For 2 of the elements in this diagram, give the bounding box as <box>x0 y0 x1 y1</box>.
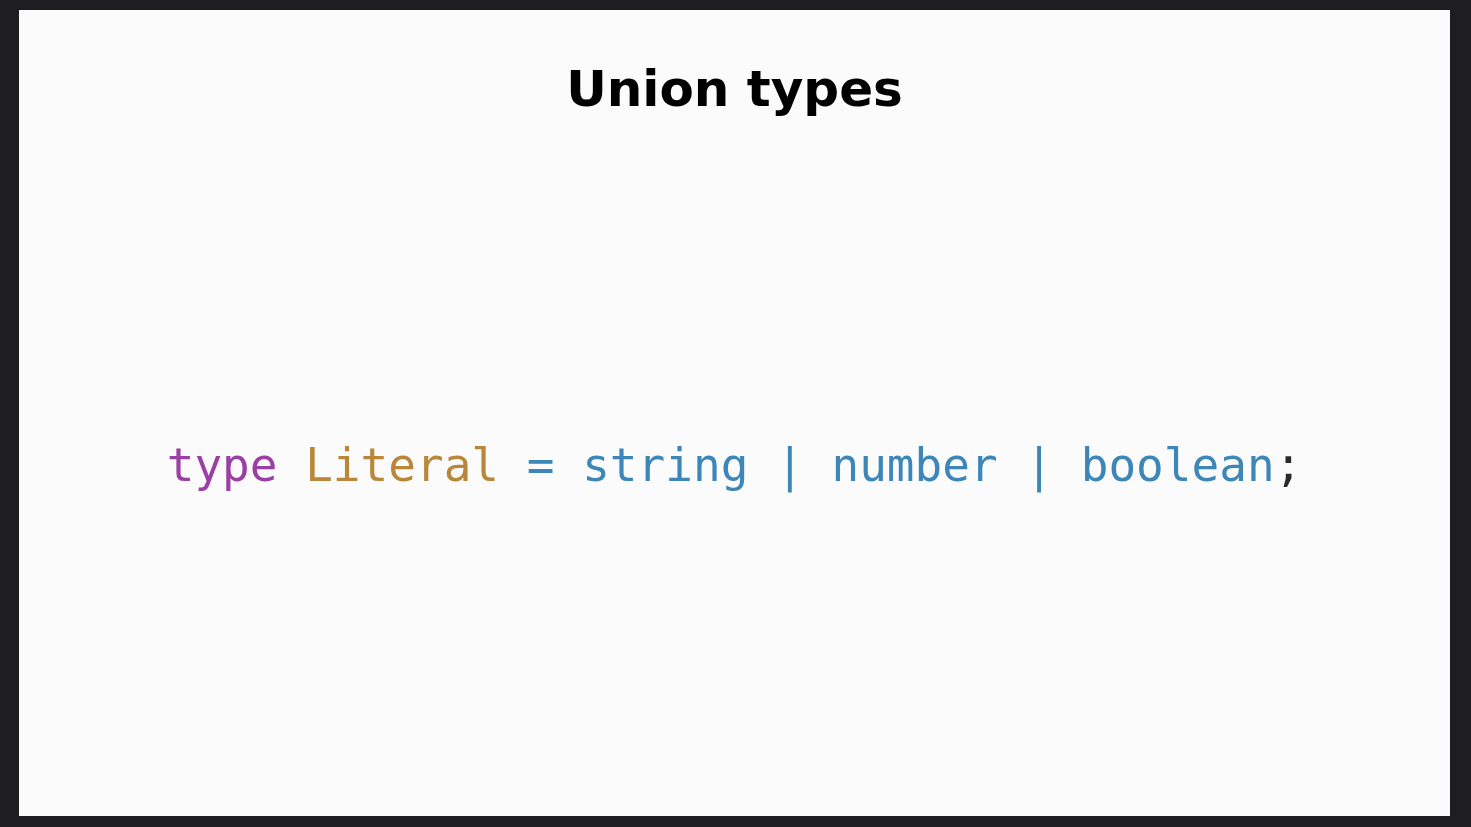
slide-title: Union types <box>566 60 903 118</box>
code-line: type Literal = string | number | boolean; <box>166 438 1303 492</box>
